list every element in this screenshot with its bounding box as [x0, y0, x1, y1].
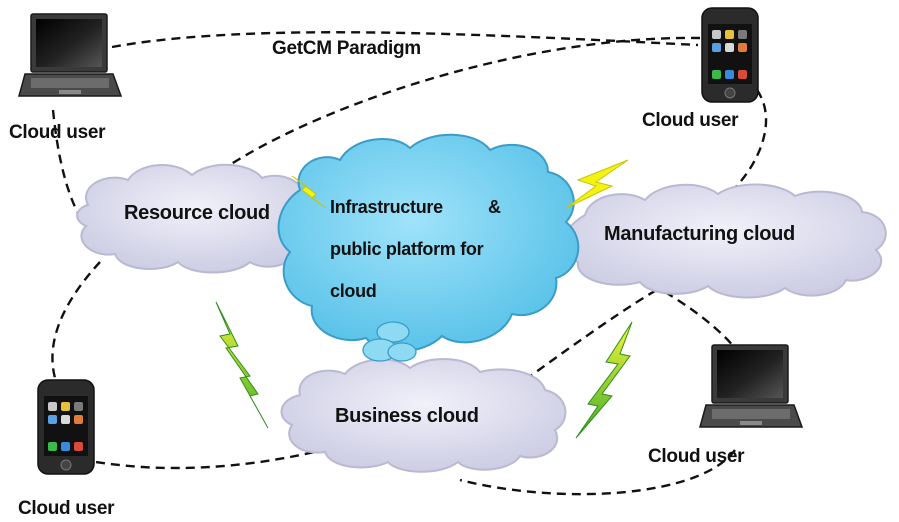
lightning-bolt-icon — [291, 175, 327, 209]
smartphone-icon — [701, 7, 759, 103]
manufacturing-cloud — [561, 183, 887, 299]
user-label-top-left: Cloud user — [9, 122, 106, 143]
lightning-bolt-icon — [215, 301, 269, 429]
smartphone-icon — [37, 379, 95, 475]
connector-bottom-right-to-business — [459, 449, 736, 496]
connector-resource-to-bottom-left — [51, 261, 101, 379]
infrastructure-label-line1: Infrastructure — [330, 197, 443, 217]
infrastructure-label-line3: cloud — [330, 281, 377, 301]
connections — [51, 31, 768, 496]
connector-business-to-manufacturing — [524, 286, 661, 381]
user-label-bottom-left: Cloud user — [18, 498, 115, 519]
laptop-icon — [699, 344, 804, 428]
lightning-bolt-icon — [565, 159, 629, 209]
user-label-bottom-right: Cloud user — [648, 446, 745, 467]
lightning-bolt-icon — [575, 321, 633, 439]
user-label-top-right: Cloud user — [642, 110, 739, 131]
laptop-icon — [18, 13, 123, 97]
connector-top-left-to-top-right — [111, 31, 699, 49]
connector-top-right-to-resource — [204, 36, 701, 183]
business-cloud-label: Business cloud — [335, 405, 479, 427]
connector-top-right-to-manufacturing — [727, 89, 768, 196]
infrastructure-label-ampersand: & — [488, 197, 501, 217]
business-cloud — [280, 358, 567, 473]
infrastructure-label-line2: public platform for — [330, 239, 484, 259]
paradigm-title: GetCM Paradigm — [272, 38, 421, 59]
infrastructure-cloud — [277, 133, 580, 362]
resource-cloud-label: Resource cloud — [124, 202, 270, 224]
manufacturing-cloud-label: Manufacturing cloud — [604, 223, 795, 245]
connector-manufacturing-to-bottom-right — [664, 290, 736, 349]
connector-bottom-left-to-business — [95, 448, 324, 470]
